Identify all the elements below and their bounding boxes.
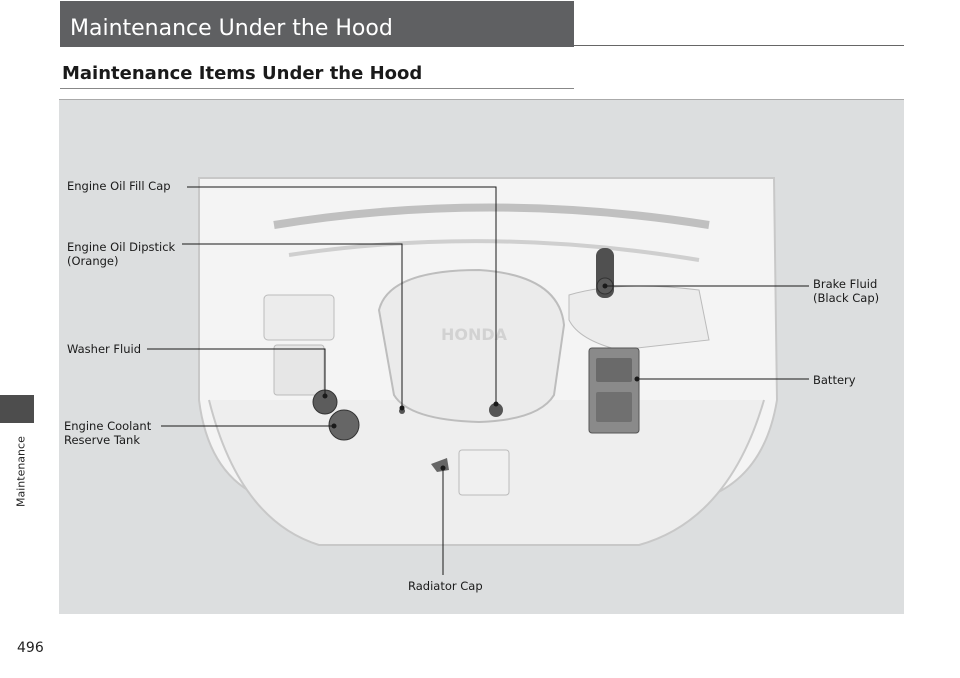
battery-case xyxy=(596,392,632,422)
page-header-bar xyxy=(60,1,574,47)
page-number: 496 xyxy=(17,640,44,656)
endpoint-radiator-cap xyxy=(440,465,446,471)
endpoint-battery xyxy=(634,376,640,382)
endpoint-coolant-tank xyxy=(331,423,337,429)
oil-fill-cap-graphic xyxy=(489,403,503,417)
endpoint-oil-fill-cap xyxy=(493,401,499,407)
endpoint-brake-fluid xyxy=(602,283,608,289)
callout-radiator-cap: Radiator Cap xyxy=(408,579,483,593)
callout-engine-oil-fill-cap: Engine Oil Fill Cap xyxy=(67,179,171,193)
leader-oil-dipstick xyxy=(182,243,403,408)
coolant-reserve-tank-cap xyxy=(328,409,360,441)
engine-bay-illustration: HONDA xyxy=(147,177,809,575)
engine-cover xyxy=(377,268,566,424)
engine-bay-figure: HONDA xyxy=(59,99,904,614)
callout-leader-lines xyxy=(147,186,809,575)
callout-engine-coolant-reserve-tank: Engine Coolant Reserve Tank xyxy=(64,419,152,447)
section-tab-marker xyxy=(0,395,34,423)
fuse-box xyxy=(273,344,325,396)
subheading-rule xyxy=(60,88,574,89)
page-title: Maintenance Under the Hood xyxy=(70,16,393,41)
cowl-panel xyxy=(273,203,710,229)
leader-washer-fluid xyxy=(147,348,326,396)
leader-oil-fill-cap xyxy=(187,186,497,404)
callout-battery: Battery xyxy=(813,373,856,387)
endpoint-washer-fluid xyxy=(322,393,328,399)
callout-washer-fluid: Washer Fluid xyxy=(67,342,142,356)
section-tab-label: Maintenance xyxy=(14,436,28,507)
engine-cover-brand-mark: HONDA xyxy=(441,325,508,344)
callout-brake-fluid: Brake Fluid (Black Cap) xyxy=(813,277,880,305)
endpoint-oil-dipstick xyxy=(399,405,405,411)
radiator-support xyxy=(458,449,510,496)
air-box xyxy=(263,294,335,341)
header-rule xyxy=(574,45,904,46)
section-subheading: Maintenance Items Under the Hood xyxy=(62,63,423,84)
battery-terminal-cover xyxy=(596,358,632,382)
strut-brace xyxy=(288,239,700,262)
callout-endpoints xyxy=(322,283,640,471)
callout-engine-oil-dipstick: Engine Oil Dipstick (Orange) xyxy=(67,240,176,268)
